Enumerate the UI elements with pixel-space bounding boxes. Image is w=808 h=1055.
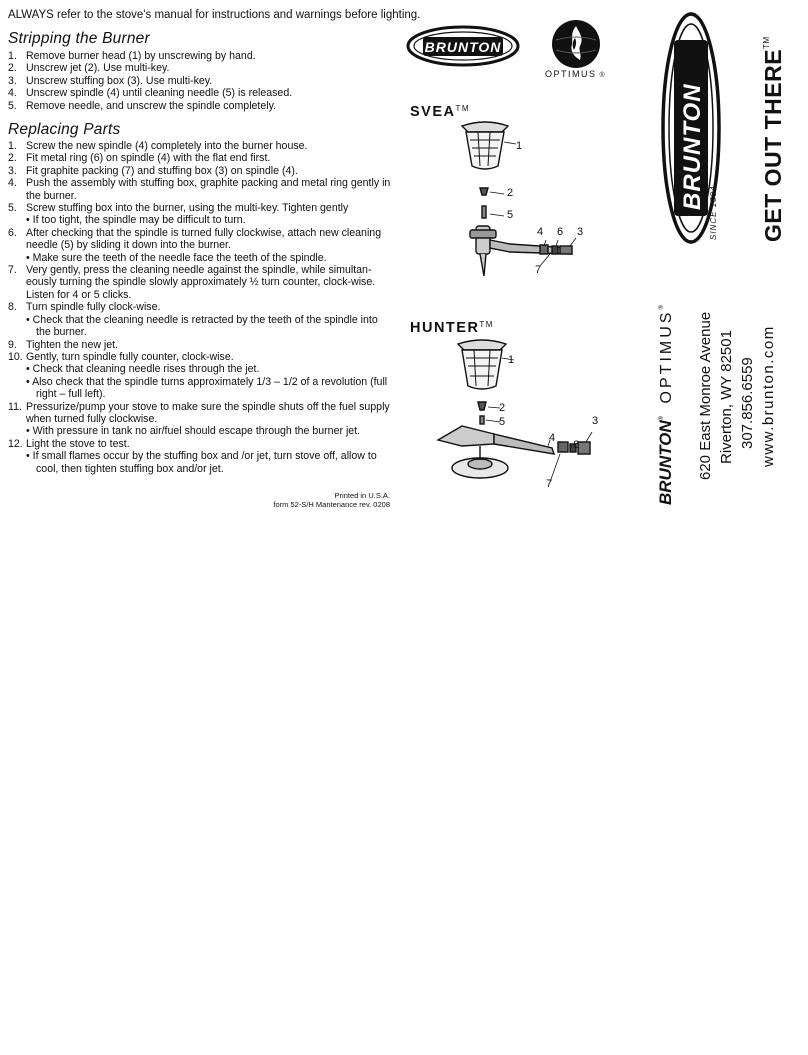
step-item: 12.Light the stove to test.• If small fl…	[8, 438, 393, 475]
replacing-heading: Replacing Parts	[8, 121, 121, 138]
step-text: Unscrew stuffing box (3). Use multi-key.	[26, 74, 213, 87]
svea-callout-6: 6	[557, 226, 564, 238]
step-number: 4.	[8, 177, 17, 190]
step-text: Remove needle, and unscrew the spindle c…	[26, 99, 277, 112]
step-text: Pressurize/pump your stove to make sure …	[26, 400, 390, 425]
step-subitem: • Make sure the teeth of the needle face…	[26, 251, 327, 264]
step-number: 3.	[8, 74, 17, 87]
step-text: Light the stove to test.	[26, 437, 130, 450]
step-text: Unscrew jet (2). Use multi-key.	[26, 62, 170, 75]
step-subitem: • Also check that the spindle turns appr…	[26, 375, 388, 401]
address-line-1: 620 East Monroe Avenue	[697, 311, 714, 480]
step-number: 1.	[8, 50, 17, 62]
step-item: 9. Tighten the new jet.	[8, 339, 393, 351]
step-item: 7. Very gently, press the cleaning needle…	[8, 264, 393, 301]
hunter-callout-3: 3	[592, 415, 599, 427]
step-item: 8. Turn spindle fully clock-wise.• Check …	[8, 301, 393, 338]
step-number: 7.	[8, 264, 17, 277]
step-number: 8.	[8, 301, 17, 314]
svg-text:BRUNTON: BRUNTON	[425, 39, 502, 55]
warning-prefix: ALWAYS	[8, 9, 54, 21]
step-number: 9.	[8, 338, 17, 351]
step-number: 6.	[8, 226, 17, 239]
svea-callout-2: 2	[507, 187, 514, 199]
address-line-2: Riverton, WY 82501	[718, 330, 735, 464]
stripping-heading: Stripping the Burner	[8, 30, 150, 47]
step-number: 11.	[8, 400, 22, 413]
step-number: 1.	[8, 140, 17, 152]
hunter-callout-1: 1	[508, 354, 515, 366]
step-item: 4. Push the assembly with stuffing box, g…	[8, 177, 393, 202]
step-number: 3.	[8, 164, 17, 177]
step-text: Screw stuffing box into the burner, usin…	[26, 202, 349, 215]
step-subitem: • Check that the cleaning needle is retr…	[26, 313, 378, 339]
brunton-vertical-logo: BRUNTON SINCE 1894	[661, 12, 721, 244]
step-subitem: • Check that cleaning needle rises throu…	[26, 363, 260, 376]
step-text: Tighten the new jet.	[26, 338, 119, 351]
optimus-label: OPTIMUS®	[545, 69, 607, 79]
step-number: 12.	[8, 437, 23, 450]
svea-callout-1: 1	[516, 140, 523, 152]
step-item: 3. Fit graphite packing (7) and stuffing …	[8, 165, 393, 177]
step-item: 4. Unscrew spindle (4) until cleaning nee…	[8, 87, 393, 99]
svea-callout-4: 4	[537, 226, 544, 238]
step-number: 4.	[8, 87, 17, 100]
step-item: 1. Remove burner head (1) by unscrewing b…	[8, 50, 393, 62]
step-number: 10.	[8, 350, 23, 363]
warning-text: refer to the stove's manual for instruct…	[53, 9, 421, 21]
svea-burner-diagram	[460, 121, 577, 277]
svea-callout-5: 5	[507, 209, 514, 221]
step-subitem: • If small flames occur by the stuffing …	[26, 450, 377, 475]
hunter-burner-diagram	[436, 339, 593, 483]
hunter-callout-6: 6	[573, 439, 580, 451]
svea-callout-3: 3	[577, 226, 584, 238]
step-subitem: • With pressure in tank no air/fuel shou…	[26, 425, 361, 438]
step-text: Turn spindle fully clock-wise.	[26, 301, 161, 314]
step-text: Unscrew spindle (4) until cleaning needl…	[26, 87, 293, 100]
step-text: Very gently, press the cleaning needle a…	[26, 264, 376, 301]
step-subitem: • If too tight, the spindle may be diffi…	[26, 214, 246, 227]
svea-callout-7: 7	[535, 264, 542, 276]
step-number: 5.	[8, 202, 17, 215]
hunter-title: HUNTERTM	[410, 320, 494, 336]
step-item: 3. Unscrew stuffing box (3). Use multi-ke…	[8, 75, 393, 87]
stripping-steps: 1. Remove burner head (1) by unscrewing b…	[8, 50, 393, 112]
website[interactable]: www.brunton.com	[760, 325, 777, 467]
replacing-steps: 1. Screw the new spindle (4) completely i…	[8, 140, 393, 475]
step-item: 10.Gently, turn spindle fully counter, c…	[8, 351, 393, 401]
step-item: 2. Fit metal ring (6) on spindle (4) with…	[8, 152, 393, 164]
step-number: 2.	[8, 62, 17, 75]
hunter-callout-7: 7	[546, 478, 553, 490]
step-number: 5.	[8, 99, 17, 112]
step-number: 2.	[8, 152, 17, 165]
svea-title: SVEATM	[410, 104, 471, 120]
warning-line: ALWAYS refer to the stove's manual for i…	[8, 9, 420, 21]
step-item: 11. Pressurize/pump your stove to make su…	[8, 401, 393, 438]
step-item: 5. Remove needle, and unscrew the spindle…	[8, 100, 393, 112]
step-item: 6. After checking that the spindle is tur…	[8, 227, 393, 264]
step-text: Remove burner head (1) by unscrewing by …	[26, 50, 256, 62]
step-item: 1. Screw the new spindle (4) completely i…	[8, 140, 393, 152]
step-text: Gently, turn spindle fully counter, cloc…	[26, 350, 234, 363]
phone-number: 307.856.6559	[739, 357, 756, 449]
brand-line: BRUNTON® OPTIMUS®	[656, 305, 675, 505]
svg-text:BRUNTON: BRUNTON	[679, 83, 706, 210]
step-text: Fit metal ring (6) on spindle (4) with t…	[26, 152, 271, 165]
printed-in: Printed in U.S.A.	[334, 491, 390, 500]
step-text: Screw the new spindle (4) completely int…	[26, 140, 308, 152]
brunton-oval-logo: BRUNTON	[406, 25, 520, 67]
svg-text:SINCE 1894: SINCE 1894	[709, 186, 718, 240]
tagline: GET OUT THERETM	[760, 36, 786, 242]
hunter-callout-5: 5	[499, 416, 506, 428]
hunter-callout-2: 2	[499, 402, 506, 414]
step-item: 5. Screw stuffing box into the burner, us…	[8, 202, 393, 227]
step-text: Fit graphite packing (7) and stuffing bo…	[26, 164, 298, 177]
step-text: Push the assembly with stuffing box, gra…	[26, 177, 391, 202]
step-item: 2. Unscrew jet (2). Use multi-key.	[8, 62, 393, 74]
optimus-globe-logo	[552, 20, 600, 68]
hunter-callout-4: 4	[549, 432, 556, 444]
form-number: form 52-S/H Mantenance rev. 0208	[273, 500, 390, 509]
step-text: After checking that the spindle is turne…	[26, 226, 382, 252]
